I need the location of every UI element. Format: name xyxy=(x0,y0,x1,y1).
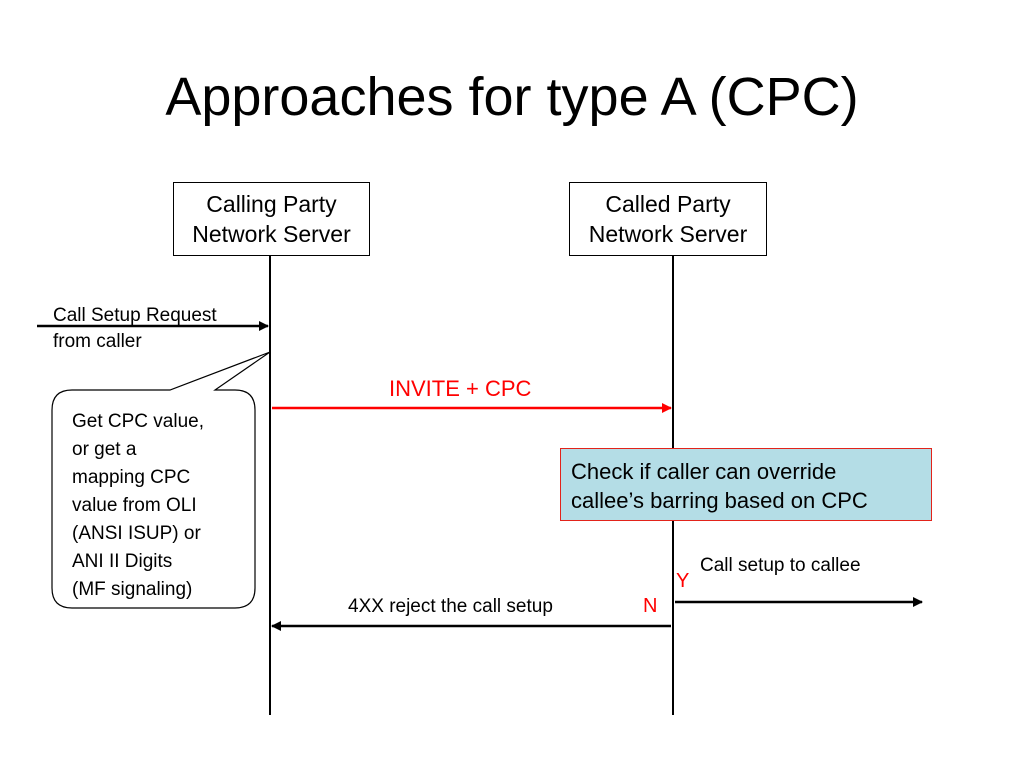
calling-party-node: Calling Party Network Server xyxy=(173,182,370,256)
callout-bubble xyxy=(51,351,271,609)
called-party-label-line1: Called Party xyxy=(605,191,731,217)
call-setup-request-label-line2: from caller xyxy=(53,331,142,352)
slide-title: Approaches for type A (CPC) xyxy=(165,67,859,127)
callout-line: value from OLI xyxy=(72,495,197,516)
calling-party-label-line2: Network Server xyxy=(192,221,351,247)
setup-to-callee-label: Call setup to callee xyxy=(700,555,861,576)
callout-line: mapping CPC xyxy=(72,467,191,488)
callout-text: Get CPC value, or get a mapping CPC valu… xyxy=(72,408,252,604)
callout-line: or get a xyxy=(72,439,137,460)
reject-label: 4XX reject the call setup xyxy=(348,596,553,617)
called-party-node: Called Party Network Server xyxy=(569,182,767,256)
decision-yes-label: Y xyxy=(676,570,690,592)
override-check-line2: callee’s barring based on CPC xyxy=(571,488,868,513)
callout-line: ANI II Digits xyxy=(72,551,173,572)
callout-line: Get CPC value, xyxy=(72,411,204,432)
call-setup-request-label-line1: Call Setup Request xyxy=(53,305,217,326)
calling-party-label-line1: Calling Party xyxy=(206,191,337,217)
invite-label: INVITE + CPC xyxy=(389,376,532,401)
callout-line: (MF signaling) xyxy=(72,579,193,600)
called-party-label-line2: Network Server xyxy=(588,221,748,247)
callout-line: (ANSI ISUP) or xyxy=(72,523,201,544)
override-check-box: Check if caller can override callee’s ba… xyxy=(560,448,932,521)
decision-no-label: N xyxy=(643,595,658,617)
override-check-line1: Check if caller can override xyxy=(571,459,837,484)
